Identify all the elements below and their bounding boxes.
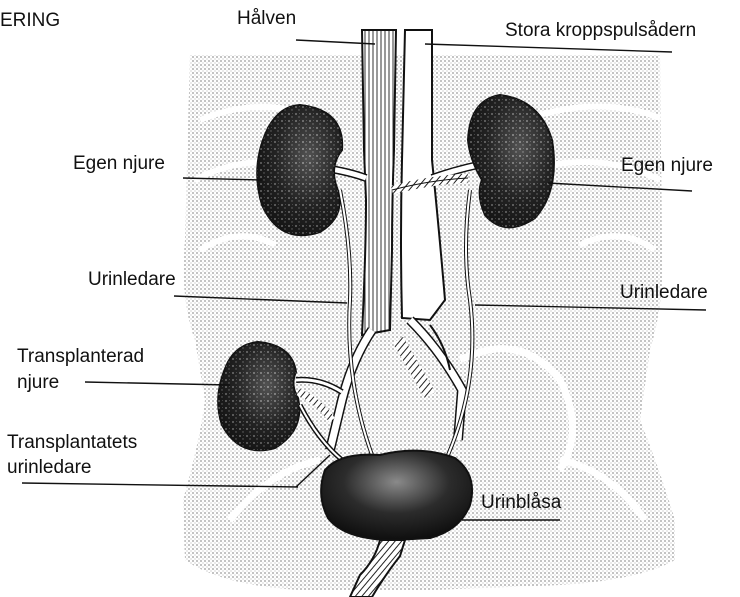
label-ureter-left: Urinledare (88, 269, 176, 290)
leader-aorta (425, 44, 672, 52)
label-native-kidney-right: Egen njure (621, 155, 713, 176)
label-aorta: Stora kroppspulsådern (505, 20, 696, 41)
native-kidney-left (257, 105, 342, 235)
label-transplant-kidney-line1: Transplanterad (17, 346, 144, 367)
label-native-kidney-left: Egen njure (73, 153, 165, 174)
label-transplant-kidney-line2: njure (17, 372, 59, 393)
header-title-fragment: ERING (0, 10, 60, 31)
label-transplant-ureter-line1: Transplantatets (7, 432, 137, 453)
label-vena-cava: Hålven (237, 8, 296, 29)
vena-cava (362, 30, 396, 335)
label-bladder: Urinblåsa (481, 492, 561, 513)
label-transplant-ureter-line2: urinledare (7, 457, 92, 478)
label-ureter-right: Urinledare (620, 282, 708, 303)
